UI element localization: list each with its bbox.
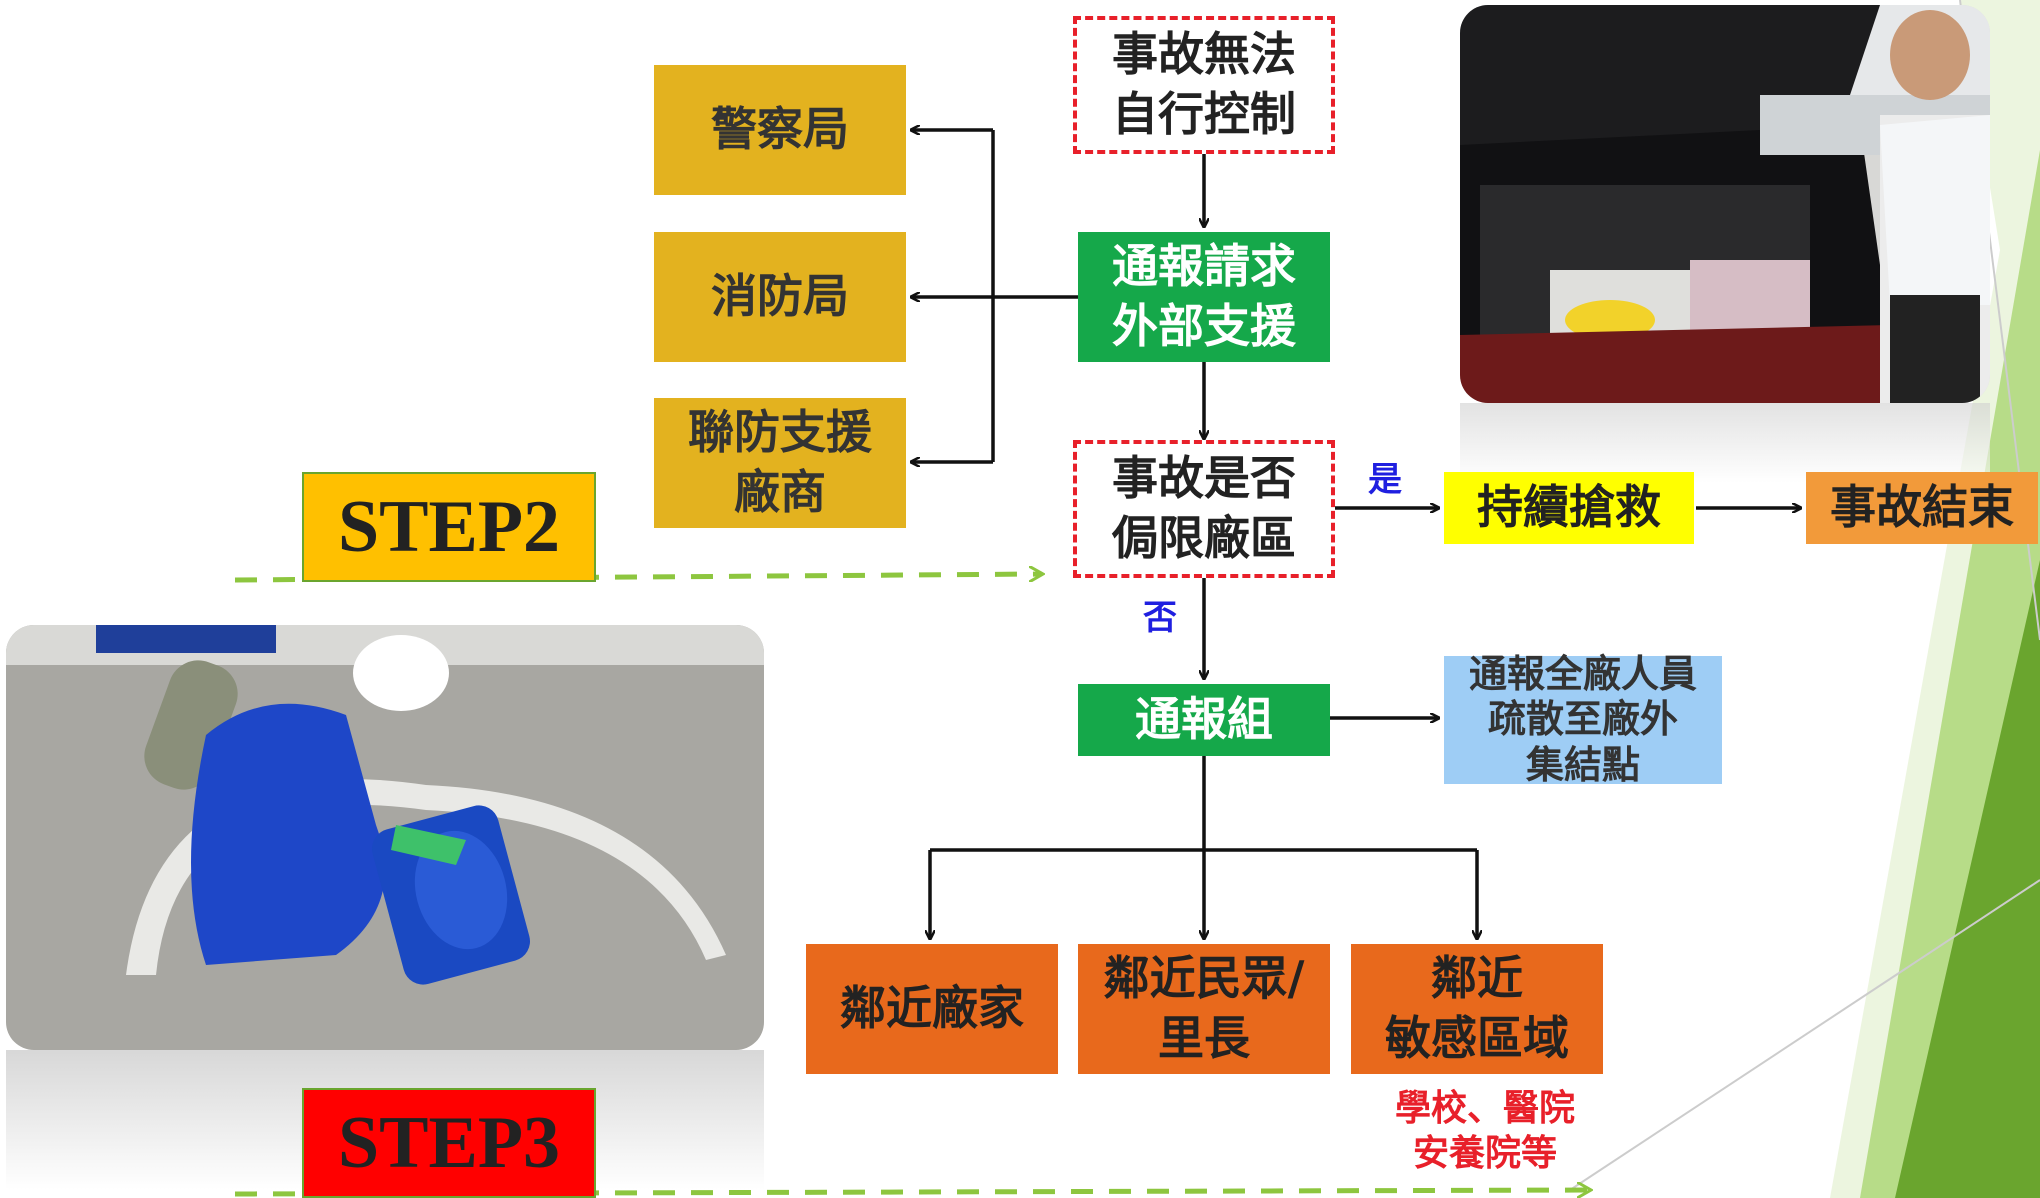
sensitive-areas-note: 學校、醫院 安養院等 xyxy=(1394,1088,1575,1174)
slide-accent-line xyxy=(1569,879,2040,1191)
evacuate-all-staff: 通報全廠人員 疏散至廠外 集結點 xyxy=(1444,652,1722,787)
joint-defense-vendors: 聯防支援 廠商 xyxy=(654,398,906,528)
fire-bureau: 消防局 xyxy=(654,232,906,362)
notification-group: 通報組 xyxy=(1078,684,1330,756)
photo-drum-drill-image xyxy=(6,625,764,1050)
no-label: 否 xyxy=(1143,598,1177,638)
neighbor-factories: 鄰近廠家 xyxy=(806,944,1058,1074)
photo-spill-kit-car xyxy=(1460,5,1990,403)
accident-end: 事故結束 xyxy=(1806,472,2038,544)
neighbor-residents: 鄰近民眾/ 里長 xyxy=(1078,944,1330,1074)
decision-uncontrollable: 事故無法 自行控制 xyxy=(1073,16,1335,154)
photo-spill-kit-car-image xyxy=(1460,5,1990,403)
neighbor-sensitive-areas: 鄰近 敏感區域 xyxy=(1351,944,1603,1074)
photo-reflection xyxy=(1460,403,1990,483)
decision-confined-to-plant: 事故是否 侷限廠區 xyxy=(1073,440,1335,578)
yes-label: 是 xyxy=(1368,460,1402,500)
slide-accent-shape xyxy=(1895,560,2040,1198)
photo-drum-drill xyxy=(6,625,764,1050)
continue-rescue: 持續搶救 xyxy=(1444,472,1694,544)
request-external-support: 通報請求 外部支援 xyxy=(1078,232,1330,362)
step3-label: STEP3 xyxy=(302,1088,596,1198)
step2-label: STEP2 xyxy=(302,472,596,582)
police-bureau: 警察局 xyxy=(654,65,906,195)
